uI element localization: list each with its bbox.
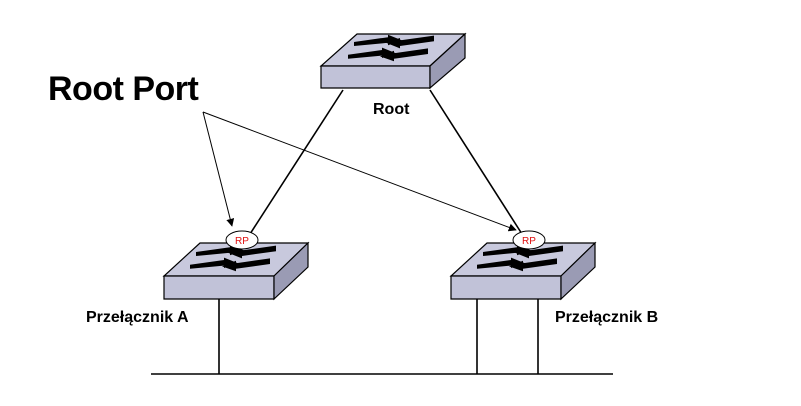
root-port-badge-a-text: RP <box>235 236 249 247</box>
root-port-callout: Root Port <box>48 70 199 108</box>
switch-root-side <box>429 32 466 90</box>
root-switch-label: Root <box>373 101 410 118</box>
root-port-badge-a: RP <box>225 230 259 250</box>
switch-root <box>319 32 467 90</box>
link-root-to-a <box>249 89 344 235</box>
switch-a-label: Przełącznik A <box>86 309 189 326</box>
callout-arrow-to-a <box>202 111 235 227</box>
switch-b <box>449 241 597 301</box>
links <box>151 89 613 375</box>
link-root-to-b <box>429 89 523 235</box>
switch-a <box>162 241 310 301</box>
root-port-badge-b: RP <box>512 230 546 250</box>
switch-a-side <box>273 241 309 301</box>
switch-b-front <box>450 275 562 300</box>
callout-arrow-to-b <box>202 111 517 232</box>
switch-b-side <box>560 241 596 301</box>
switch-b-label: Przełącznik B <box>555 309 659 326</box>
callout-pointers <box>202 111 517 232</box>
switch-a-front <box>163 275 275 300</box>
switch-root-front <box>320 65 431 89</box>
root-port-badge-b-text: RP <box>522 236 536 247</box>
